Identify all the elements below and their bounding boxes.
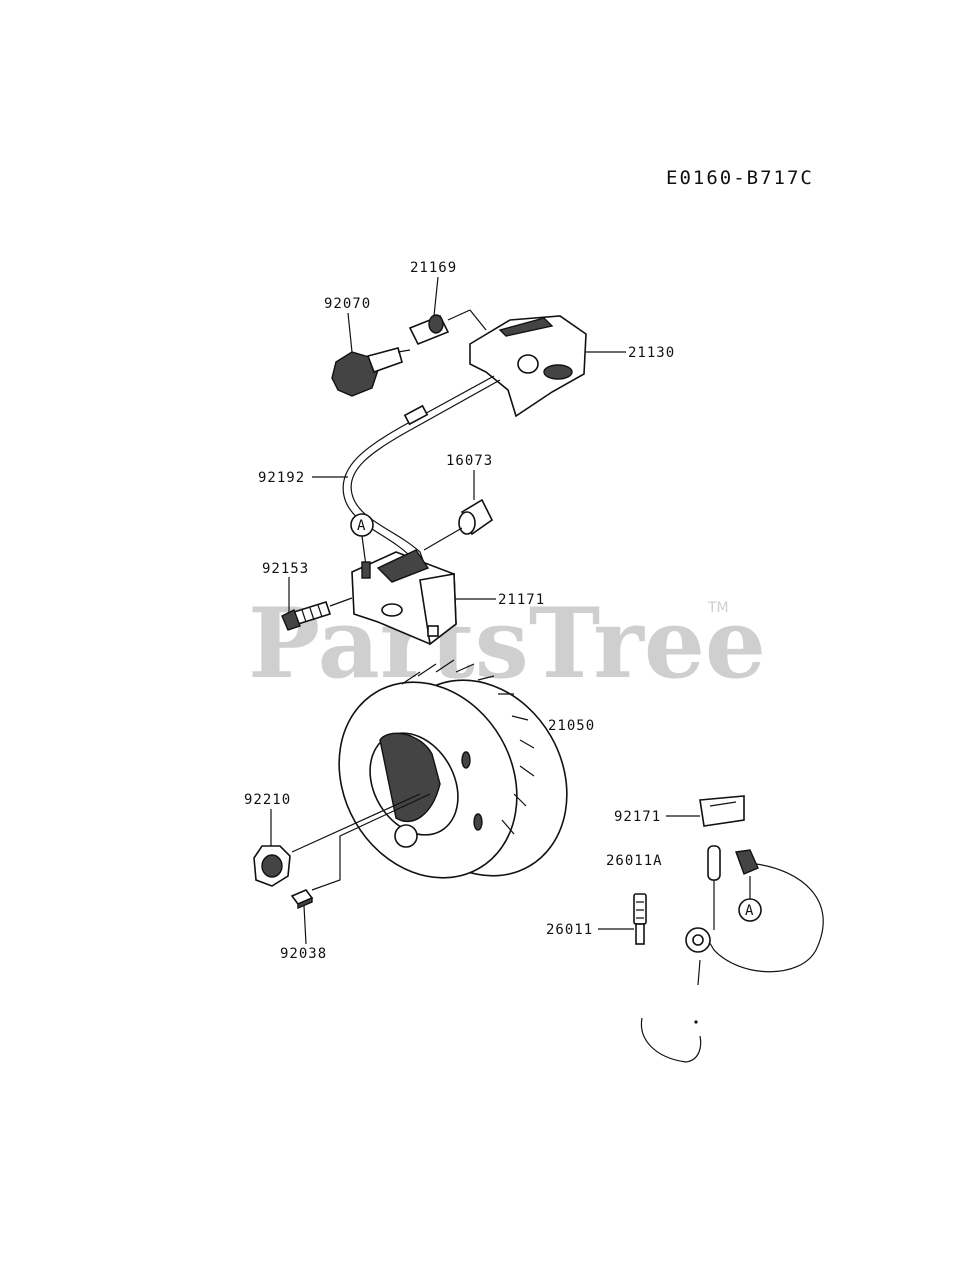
collar[interactable]	[458, 498, 494, 536]
part-label-92153[interactable]: 92153	[262, 561, 309, 577]
coil-bolt[interactable]	[281, 601, 332, 631]
part-label-21171[interactable]: 21171	[498, 592, 545, 608]
leader-92210-b	[291, 793, 421, 853]
wire-clamp[interactable]	[699, 795, 745, 827]
part-label-26011A[interactable]: 26011A	[606, 853, 663, 869]
part-label-21169[interactable]: 21169	[410, 260, 457, 276]
part-label-92038[interactable]: 92038	[280, 946, 327, 962]
marker-a-coil-text: A	[357, 518, 366, 534]
lead-wire[interactable]	[640, 845, 824, 1063]
spark-plug[interactable]	[331, 347, 411, 397]
leader-21169-c	[469, 309, 487, 331]
diagram-code: E0160-B717C	[666, 167, 814, 189]
leader-92038-b	[311, 793, 431, 891]
watermark: PartsTree	[248, 587, 766, 700]
part-label-21130[interactable]: 21130	[628, 345, 675, 361]
part-label-92070[interactable]: 92070	[324, 296, 371, 312]
leader-92038	[303, 905, 307, 945]
part-label-26011[interactable]: 26011	[546, 922, 593, 938]
leader-marker-a	[361, 535, 367, 567]
plug-terminal[interactable]	[408, 314, 450, 346]
part-label-92171[interactable]: 92171	[614, 809, 661, 825]
leader-21169-b	[447, 309, 471, 321]
marker-a-coil[interactable]: A	[350, 513, 374, 537]
marker-a-lead-text: A	[745, 903, 754, 919]
part-label-92192[interactable]: 92192	[258, 470, 305, 486]
part-label-21050[interactable]: 21050	[548, 718, 595, 734]
leader-21169	[433, 276, 439, 317]
leader-92070	[347, 312, 353, 353]
leader-92153-b	[329, 597, 353, 607]
flywheel-nut[interactable]	[253, 845, 291, 887]
marker-a-lead[interactable]: A	[738, 898, 762, 922]
part-label-92210[interactable]: 92210	[244, 792, 291, 808]
terminal[interactable]	[633, 893, 647, 945]
ignition-coil[interactable]	[351, 549, 457, 646]
flywheel-key[interactable]	[290, 889, 314, 910]
leader-16073-b	[423, 527, 463, 551]
trademark-mark: TM	[707, 600, 729, 616]
high-tension-cord[interactable]	[342, 375, 501, 585]
plug-cap[interactable]	[469, 315, 587, 418]
part-label-16073[interactable]: 16073	[446, 453, 493, 469]
flywheel[interactable]	[304, 648, 601, 911]
